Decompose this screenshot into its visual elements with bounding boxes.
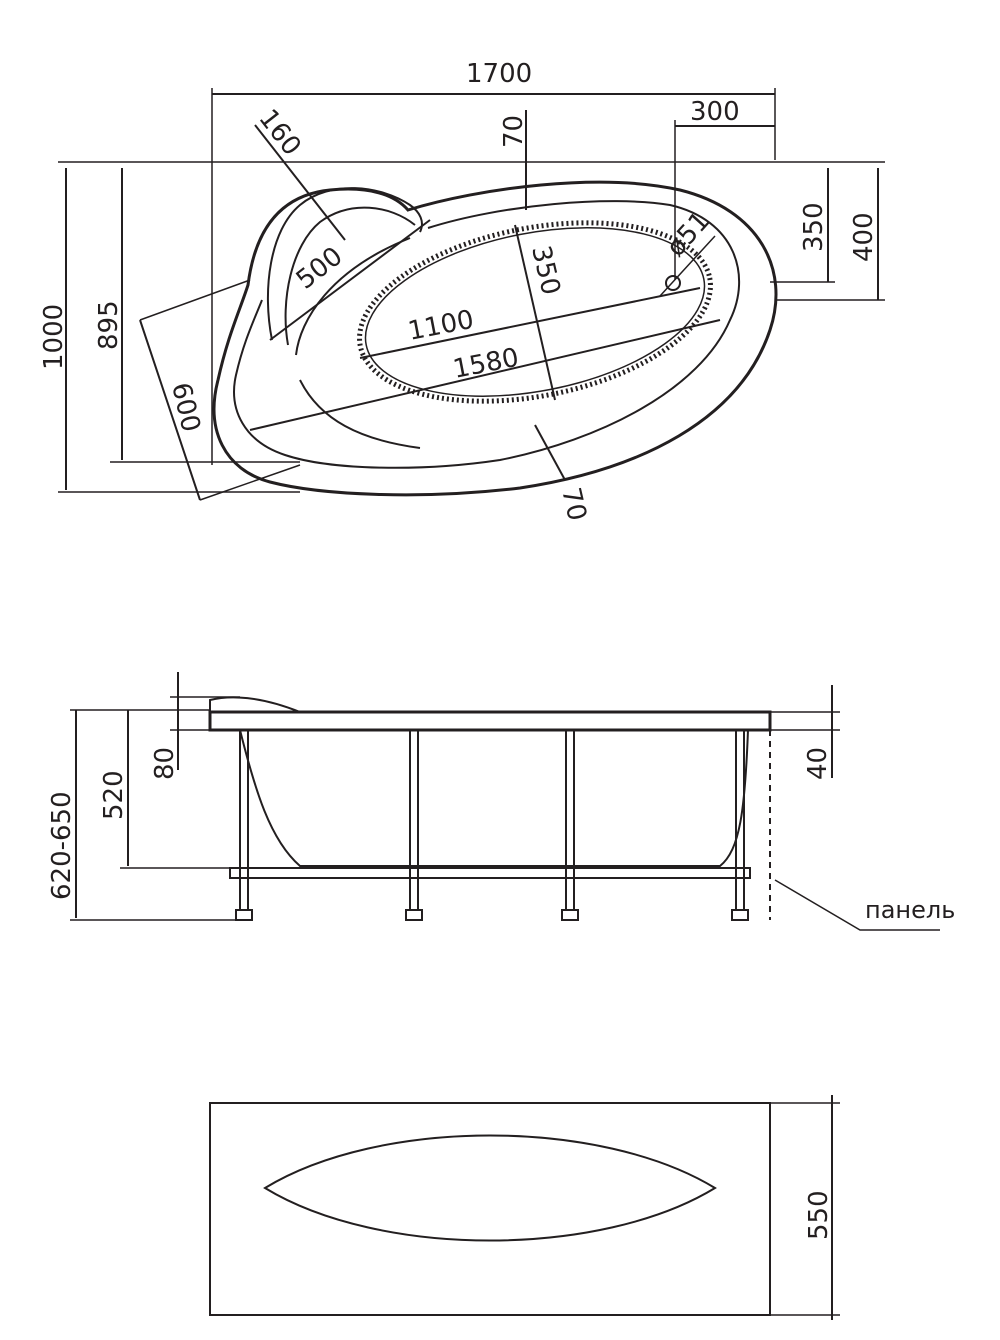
- top-view: 1700 300 160 70 500 350 ø51 1100 1580 70…: [39, 59, 885, 524]
- rim: [208, 710, 772, 732]
- frame-base: [229, 867, 751, 879]
- dim-1000: 1000: [39, 304, 69, 370]
- dim-350-bowl: 350: [525, 243, 565, 298]
- dim-70-top: 70: [499, 115, 529, 148]
- side-view: панель 620-650 520 80 40: [47, 672, 955, 931]
- dim-1700: 1700: [466, 59, 532, 89]
- front-panel: [209, 1102, 771, 1316]
- dim-350-right: 350: [799, 202, 829, 252]
- dim-400-right: 400: [849, 212, 879, 262]
- dim-70-bottom: 70: [555, 485, 592, 524]
- panel-view: 550: [209, 1095, 840, 1320]
- dim-ø51: ø51: [661, 206, 716, 262]
- dim-600: 600: [165, 380, 205, 435]
- bathtub-bowl: [357, 220, 713, 404]
- tub-body: [239, 729, 749, 867]
- panel-decor: [263, 1134, 717, 1242]
- dim-895: 895: [94, 300, 124, 350]
- headrest-profile: [209, 696, 301, 713]
- headrest: [266, 187, 423, 341]
- bathtub-bowl-inner: [364, 227, 706, 397]
- dim-40: 40: [803, 747, 833, 780]
- dim-80: 80: [150, 747, 180, 780]
- frame-legs: [235, 730, 749, 921]
- dim-550: 550: [804, 1190, 834, 1240]
- drain: [665, 275, 681, 291]
- dim-1580: 1580: [451, 343, 522, 385]
- dim-160: 160: [252, 104, 306, 162]
- headrest-curve: [295, 237, 411, 356]
- dim-1100: 1100: [406, 305, 477, 347]
- panel-label: панель: [865, 896, 955, 924]
- dim-520: 520: [99, 770, 129, 820]
- bathtub-outline: [212, 180, 778, 497]
- dim-300: 300: [690, 97, 740, 127]
- seat-curve: [299, 379, 421, 449]
- headrest-inner: [284, 206, 416, 346]
- dim-620-650: 620-650: [47, 791, 77, 900]
- bathtub-rim-inner: [233, 200, 741, 469]
